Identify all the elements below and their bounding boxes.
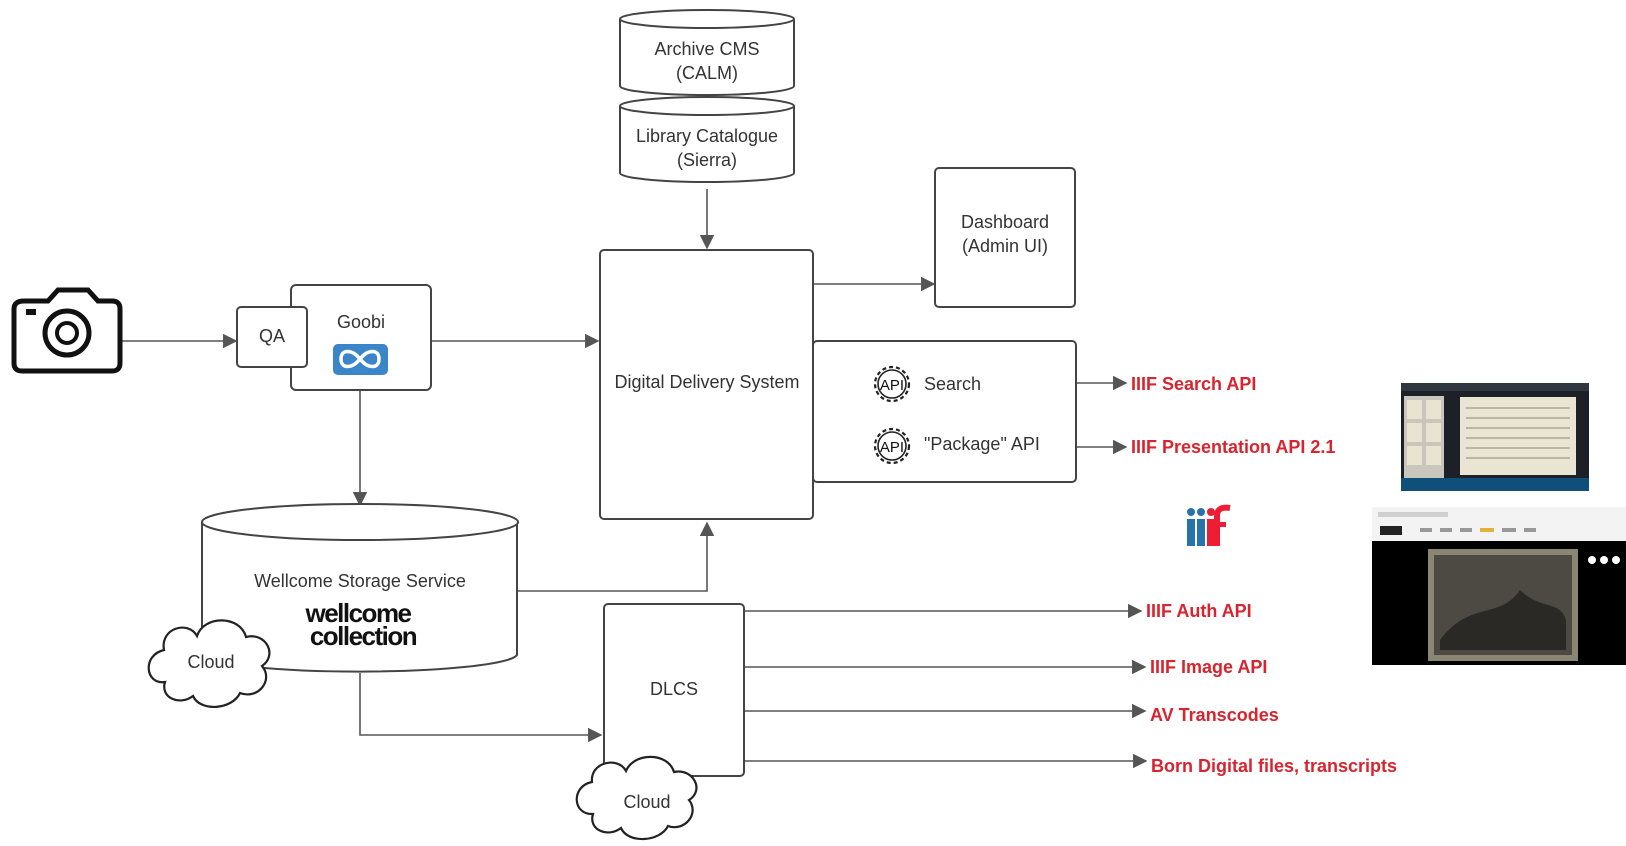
- goobi-label: Goobi: [337, 312, 385, 332]
- qa-label: QA: [259, 326, 285, 346]
- camera-icon: [11, 287, 123, 374]
- outputs: IIIF Search API IIIF Presentation API 2.…: [1131, 374, 1397, 776]
- viewer-screenshot-2: [1372, 507, 1626, 665]
- dashboard-box: Dashboard (Admin UI): [934, 167, 1076, 308]
- wellcome-logo-line1: wellcome: [304, 598, 411, 628]
- library-catalogue-line1: Library Catalogue: [636, 126, 778, 146]
- goobi-box: Goobi: [290, 284, 432, 391]
- storage-database: Wellcome Storage Service wellcome collec…: [201, 503, 519, 673]
- output-image-api: IIIF Image API: [1150, 657, 1267, 677]
- output-search-api: IIIF Search API: [1131, 374, 1256, 394]
- viewer-screenshot-1: [1401, 383, 1589, 491]
- output-av-transcodes: AV Transcodes: [1150, 705, 1279, 725]
- api-badge-text: API: [880, 377, 904, 394]
- cloud-storage-label: Cloud: [187, 652, 234, 672]
- cloud-dlcs-label: Cloud: [623, 792, 670, 812]
- api-badge-text-2: API: [880, 439, 904, 456]
- wellcome-logo-line2: collection: [310, 621, 417, 651]
- dds-label: Digital Delivery System: [614, 372, 799, 392]
- storage-to-dlcs-arrow: [359, 673, 603, 743]
- storage-to-dds-arrow: [517, 521, 715, 592]
- output-auth-api: IIIF Auth API: [1146, 601, 1252, 621]
- archive-cms-database: Archive CMS (CALM): [619, 9, 795, 96]
- dashboard-line2: (Admin UI): [962, 236, 1048, 256]
- dds-box: Digital Delivery System: [599, 249, 814, 520]
- package-api-gear-icon: API: [873, 427, 911, 465]
- api-box: API Search API "Package" API: [812, 340, 1077, 483]
- archive-cms-line2: (CALM): [676, 63, 738, 83]
- dlcs-box: DLCS: [603, 603, 745, 777]
- archive-cms-line1: Archive CMS: [654, 39, 759, 59]
- cloud-storage-icon: Cloud: [147, 619, 271, 709]
- iiif-logo: [1187, 504, 1231, 546]
- library-catalogue-line2: (Sierra): [677, 150, 737, 170]
- infinity-icon: [333, 344, 388, 375]
- cloud-dlcs-icon: Cloud: [575, 755, 698, 841]
- dashboard-line1: Dashboard: [961, 212, 1049, 232]
- search-api-gear-icon: API: [873, 365, 911, 403]
- dlcs-label: DLCS: [650, 679, 698, 699]
- storage-label: Wellcome Storage Service: [254, 571, 466, 591]
- library-catalogue-database: Library Catalogue (Sierra): [619, 96, 795, 183]
- qa-box: QA: [236, 306, 308, 368]
- output-born-digital: Born Digital files, transcripts: [1151, 756, 1397, 776]
- package-api-label: "Package" API: [924, 434, 1040, 454]
- output-presentation-api: IIIF Presentation API 2.1: [1131, 437, 1335, 457]
- search-label: Search: [924, 374, 981, 394]
